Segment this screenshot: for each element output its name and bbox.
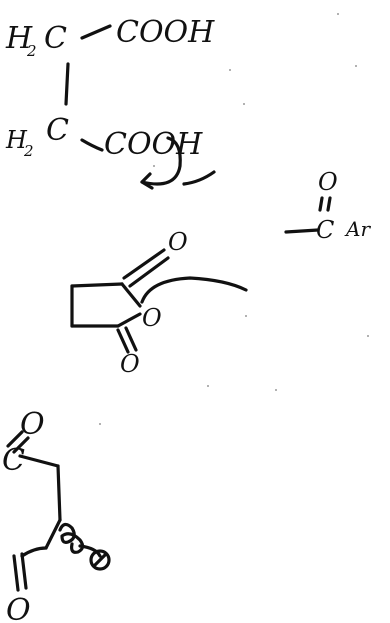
ring-top-right-bond — [120, 282, 142, 308]
formula-h-2: H — [5, 126, 28, 154]
chain-bond-2 — [56, 464, 62, 522]
acyl-double-bond-b — [326, 196, 332, 212]
ring-o-bottom: O — [120, 350, 140, 378]
formula-sub-2: 2 — [23, 142, 34, 160]
arrow-head — [140, 172, 154, 190]
chain-bond-3 — [44, 518, 62, 550]
succinic-acid-formula: H 2 C COOH H 2 C COOH — [5, 15, 216, 190]
acyl-note: O C Ar — [284, 168, 371, 244]
chain-carbonyl-a — [12, 554, 20, 592]
ring-o-mid: O — [142, 304, 162, 332]
chain-o-top: O — [20, 407, 45, 442]
ring-attack-arrow — [140, 276, 248, 304]
curved-arrow — [140, 136, 182, 186]
acyl-double-bond-a — [318, 196, 324, 212]
opened-chain: O C O O — [2, 407, 111, 623]
chain-carbonyl-link — [20, 546, 48, 558]
ring-bottom-right-bond — [116, 312, 142, 328]
formula-c-1: C — [44, 21, 67, 56]
acyl-single-bond — [284, 228, 320, 234]
speck — [207, 385, 209, 387]
chain-o-right-slash — [92, 552, 108, 568]
speck — [367, 335, 369, 337]
ring-carbonyl-top-a — [122, 248, 166, 280]
formula-cooh-2: COOH — [104, 127, 203, 162]
formula-h-1: H — [5, 21, 33, 56]
speck — [243, 103, 245, 105]
chain-bond-4 — [78, 544, 102, 558]
chain-bond-1 — [18, 454, 60, 468]
ring-carbonyl-top-b — [128, 256, 170, 288]
speck — [355, 65, 357, 67]
ring-o-top: O — [168, 228, 188, 256]
chain-o-right-ring — [89, 549, 111, 571]
ring-top-bond — [70, 282, 124, 288]
speck — [245, 315, 247, 317]
anhydride-ring: O O O — [70, 228, 248, 378]
paper-specks — [99, 13, 369, 425]
speck — [275, 389, 277, 391]
speck — [229, 69, 231, 71]
acyl-c: C — [316, 216, 334, 244]
speck — [99, 423, 101, 425]
chain-double-bond-a — [6, 430, 24, 448]
chain-double-bond-b — [12, 436, 30, 454]
chain-scribble — [58, 522, 85, 554]
speck — [337, 13, 339, 15]
formula-bond-1 — [80, 24, 112, 40]
formula-bond-2 — [80, 138, 104, 152]
acyl-o: O — [318, 168, 338, 196]
ring-carbonyl-bottom-a — [116, 328, 130, 354]
chain-o-bottom: O — [6, 593, 31, 623]
ring-carbonyl-bottom-b — [124, 326, 138, 352]
chain-c-top: C — [2, 443, 25, 478]
formula-c-2: C — [46, 113, 69, 148]
formula-sub-1: 2 — [26, 42, 37, 60]
chain-carbonyl-b — [20, 552, 28, 590]
arrow-tail — [182, 170, 216, 186]
formula-cooh-1: COOH — [116, 15, 215, 50]
speck — [153, 165, 155, 167]
formula-vertical-bond — [64, 62, 70, 106]
acyl-ar: Ar — [344, 217, 371, 241]
